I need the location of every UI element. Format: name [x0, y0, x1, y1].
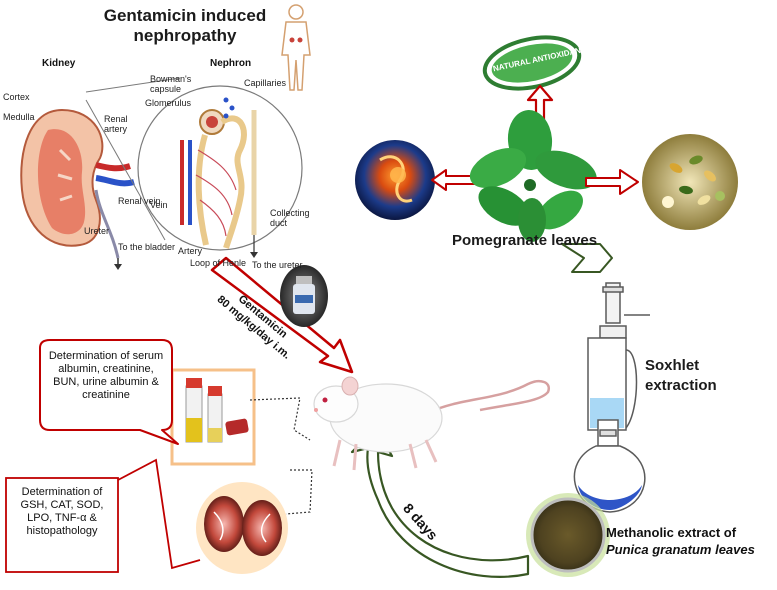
- title-line-2: nephropathy: [133, 26, 237, 45]
- cortex-label: Cortex: [3, 92, 30, 102]
- to-bladder-label: To the bladder: [118, 242, 176, 252]
- extract-dish: [526, 493, 610, 577]
- nephron-illustration: [85, 77, 303, 258]
- herbal-medicine-image: [642, 134, 738, 230]
- renal-vein-label: Renal vein: [118, 196, 161, 206]
- tissue-callout: Determination of GSH, CAT, SOD, LPO, TNF…: [20, 486, 104, 537]
- right-double-arrow: [585, 169, 639, 195]
- gentamicin-vial: [280, 265, 328, 327]
- capillaries-label: Capillaries: [244, 78, 287, 88]
- serum-callout-shape: [39, 339, 179, 445]
- vein-label: Vein: [150, 200, 168, 210]
- gentamicin-arrow: [210, 256, 354, 374]
- dotted-connectors: [249, 397, 313, 515]
- extract-line-1: Methanolic extract of: [606, 525, 737, 540]
- soxhlet-line-2: extraction: [645, 377, 717, 394]
- tissue-callout-shape: [5, 458, 201, 573]
- antioxidant-badge-shape: [482, 35, 582, 130]
- page-title: Gentamicin induced nephropathy: [90, 6, 280, 46]
- sample-tubes-image: [170, 368, 256, 466]
- bowmans-capsule-label: Bowman's capsule: [150, 74, 192, 94]
- rat-image: [313, 376, 551, 471]
- nephron-label: Nephron: [210, 58, 252, 69]
- kidney-label: Kidney: [42, 58, 76, 69]
- serum-callout: Determination of serum albumin, creatini…: [48, 350, 164, 401]
- collecting-duct-label: Collecting duct: [270, 208, 310, 228]
- glomerulus-label: Glomerulus: [145, 98, 192, 108]
- inflammation-image: [355, 140, 435, 220]
- kidney-tissue-image: [196, 482, 288, 574]
- extract-label: Methanolic extract of Punica granatum le…: [606, 524, 755, 558]
- pomegranate-label: Pomegranate leaves: [452, 232, 598, 249]
- green-arrow-to-soxhlet: [561, 243, 613, 273]
- soxhlet-label: Soxhlet extraction: [645, 356, 717, 396]
- to-ureter-label: To the ureter: [252, 260, 303, 270]
- soxhlet-line-1: Soxhlet: [645, 357, 700, 374]
- kidney-illustration: [20, 108, 135, 270]
- ureter-label: Ureter: [84, 226, 110, 236]
- soxhlet-apparatus: [573, 282, 650, 513]
- renal-artery-label: Renal artery: [104, 114, 128, 134]
- pomegranate-leaves-image: [469, 110, 597, 242]
- artery-label: Artery: [178, 246, 203, 256]
- extract-line-2: Punica granatum leaves: [606, 542, 755, 557]
- human-silhouette: [281, 4, 311, 91]
- title-line-1: Gentamicin induced: [103, 6, 267, 25]
- loop-of-henle-label: Loop of Henle: [190, 258, 247, 268]
- medulla-label: Medulla: [3, 112, 35, 122]
